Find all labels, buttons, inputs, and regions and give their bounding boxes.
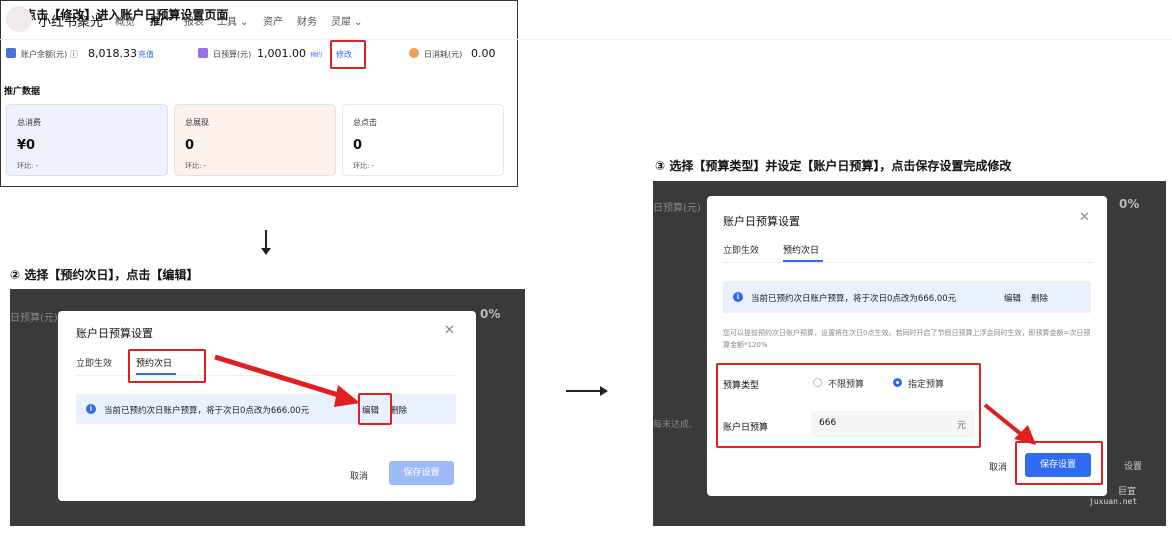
radio-specified-label[interactable]: 指定预算 [908, 380, 945, 390]
top-nav: 小红书聚光 概览 推广 报表 工具 ⌄ 资产 财务 灵犀 ⌄ [0, 0, 1172, 40]
nav-promotion[interactable]: 推广 [150, 17, 170, 28]
note-text: 您可以提前预约次日账户预算，设置将在次日0点生效。若同时开启了节假日预算上浮会同… [723, 329, 1091, 349]
stat-card[interactable]: 总展现 0 环比: - [174, 104, 336, 176]
bg-hint: 每末达成, [653, 420, 692, 430]
nav-lingxi[interactable]: 灵犀 ⌄ [331, 17, 363, 28]
avatar[interactable] [6, 6, 32, 32]
reservation-tag: 预约 [310, 52, 323, 59]
cancel-button[interactable]: 取消 [350, 472, 369, 482]
stat-label: 总展现 [185, 118, 209, 127]
info-text: 当前已预约次日账户预算，将于次日0点改为666.00元 [104, 406, 310, 416]
step2-panel: 日预算(元) 0% 账户日预算设置 ✕ 立即生效 预约次日 i 当前已预约次日账… [10, 289, 525, 526]
stat-compare: 环比: - [185, 162, 207, 170]
radio-unlimited[interactable] [813, 378, 822, 387]
wallet-icon [6, 48, 16, 58]
tab-next-day[interactable]: 预约次日 [136, 359, 173, 369]
divider [723, 262, 1093, 263]
bg-save: 设置 [1124, 462, 1143, 472]
step3-panel: 日预算(元) 0% 每末达成, 设置 巨宣 juxuan.net 账户日预算设置… [653, 181, 1166, 526]
radio-specified[interactable] [893, 378, 902, 387]
section-title: 推广数据 [4, 87, 41, 97]
recharge-link[interactable]: 充值 [138, 50, 154, 59]
delete-link[interactable]: 删除 [390, 406, 408, 416]
daily-budget-label: 账户日预算 [723, 423, 769, 433]
nav-reports[interactable]: 报表 [184, 17, 204, 28]
down-arrow-icon [265, 230, 267, 250]
stat-value: ¥0 [17, 138, 36, 153]
modal-title: 账户日预算设置 [76, 327, 153, 340]
modify-highlight [330, 40, 366, 69]
spend-icon [409, 48, 419, 58]
form-highlight [716, 363, 981, 448]
delete-link[interactable]: 删除 [1031, 294, 1049, 304]
budget-modal: 账户日预算设置 ✕ 立即生效 预约次日 i 当前已预约次日账户预算，将于次日0点… [58, 311, 476, 501]
dashboard-panel: 小红书聚光 概览 推广 报表 工具 ⌄ 资产 财务 灵犀 ⌄ 账户余额(元) ⓘ… [0, 0, 1172, 187]
right-arrow-head-icon [600, 386, 608, 396]
stat-compare: 环比: - [353, 162, 375, 170]
nav-tools[interactable]: 工具 ⌄ [217, 17, 249, 28]
budget-modal: 账户日预算设置 ✕ 立即生效 预约次日 i 当前已预约次日账户预算，将于次日0点… [707, 196, 1107, 496]
tab-immediate[interactable]: 立即生效 [723, 246, 760, 256]
stat-card[interactable]: 总消费 ¥0 环比: - [6, 104, 168, 176]
stat-compare: 环比: - [17, 162, 39, 170]
budget-value: 1,001.00 [257, 47, 306, 60]
divider [76, 375, 456, 376]
save-button[interactable]: 保存设置 [389, 461, 454, 485]
edit-link[interactable]: 编辑 [1004, 294, 1022, 304]
modal-title: 账户日预算设置 [723, 215, 800, 228]
pointer-arrow-icon [214, 354, 360, 407]
bg-budget-label: 日预算(元) [10, 313, 58, 324]
nav-finance[interactable]: 财务 [297, 17, 317, 28]
account-summary: 账户余额(元) ⓘ 8,018.33 充值 日预算(元) 1,001.00 预约… [0, 44, 1172, 70]
stat-label: 总点击 [353, 118, 377, 127]
step2-title: ② 选择【预约次日】，点击【编辑】 [10, 268, 199, 282]
budget-type-label: 预算类型 [723, 381, 760, 391]
balance-value: 8,018.33 [88, 47, 137, 60]
daily-budget-input[interactable]: 666 元 [811, 411, 975, 437]
right-arrow-icon [566, 390, 602, 392]
spend-label: 日消耗(元) [424, 50, 463, 59]
cancel-button[interactable]: 取消 [989, 463, 1008, 473]
info-bar: i 当前已预约次日账户预算，将于次日0点改为666.00元 编辑 删除 [76, 394, 456, 424]
unit-label: 元 [957, 421, 967, 431]
bg-percent: 0% [1119, 197, 1140, 211]
pointer-arrow-icon [983, 403, 1036, 445]
step3-title: ③ 选择【预算类型】并设定【账户日预算】，点击保存设置完成修改 [655, 159, 1012, 173]
save-button[interactable]: 保存设置 [1025, 453, 1091, 477]
save-highlight [1015, 441, 1103, 485]
close-icon[interactable]: ✕ [444, 323, 455, 338]
info-text: 当前已预约次日账户预算，将于次日0点改为666.00元 [751, 294, 957, 304]
stat-value: 0 [185, 138, 195, 153]
info-icon: i [733, 292, 743, 302]
app-brand: 小红书聚光 [38, 15, 104, 30]
step1-title: ① 点击【修改】进入账户日预算设置页面 [10, 8, 229, 22]
watermark-cn: 巨宣 [1118, 487, 1137, 497]
stat-value: 0 [353, 138, 363, 153]
down-arrow-head-icon [261, 248, 271, 255]
budget-label: 日预算(元) [213, 50, 252, 59]
tab-indicator [136, 373, 176, 375]
radio-unlimited-label[interactable]: 不限预算 [828, 380, 865, 390]
daily-budget-value: 666 [819, 418, 837, 428]
info-bar: i 当前已预约次日账户预算，将于次日0点改为666.00元 编辑 删除 [723, 281, 1091, 313]
info-icon: i [86, 404, 96, 414]
edit-link[interactable]: 编辑 [362, 406, 380, 416]
tab-next-day[interactable]: 预约次日 [783, 246, 820, 256]
nav-assets[interactable]: 资产 [263, 17, 283, 28]
stat-label: 总消费 [17, 118, 41, 127]
bg-budget-label: 日预算(元) [653, 203, 701, 214]
edit-highlight [358, 393, 392, 425]
budget-icon [198, 48, 208, 58]
watermark-url: juxuan.net [1089, 497, 1138, 506]
modify-link[interactable]: 修改 [336, 50, 352, 59]
nav-overview[interactable]: 概览 [115, 17, 135, 28]
stat-card[interactable]: 总点击 0 环比: - [342, 104, 504, 176]
balance-label: 账户余额(元) ⓘ [21, 50, 78, 59]
bg-percent: 0% [480, 307, 501, 321]
spend-value: 0.00 [471, 47, 496, 60]
tab-indicator [783, 260, 823, 262]
close-icon[interactable]: ✕ [1079, 210, 1090, 225]
tab-immediate[interactable]: 立即生效 [76, 359, 113, 369]
tab-highlight [128, 349, 206, 383]
